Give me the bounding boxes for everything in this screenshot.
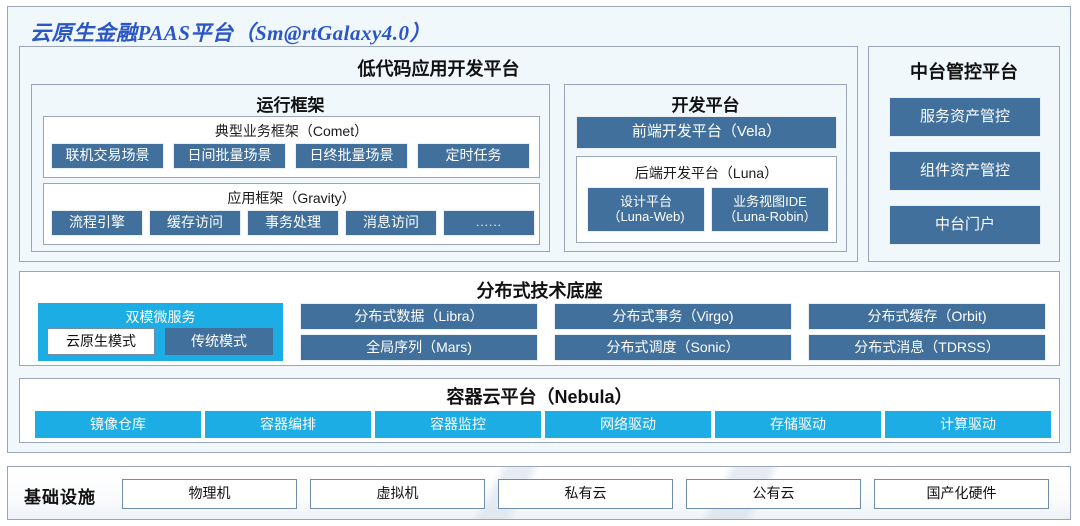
container-cloud-panel: 容器云平台（Nebula） 镜像仓库 容器编排 容器监控 网络驱动 存储驱动 计… bbox=[19, 378, 1060, 443]
backend-item-0[interactable]: 设计平台 （Luna-Web) bbox=[587, 187, 705, 232]
gravity-item-3[interactable]: 消息访问 bbox=[345, 210, 437, 236]
page-title-text: 云原生金融PAAS平台（Sm@rtGalaxy4.0） bbox=[30, 21, 432, 45]
backend-item-1-line2: （Luna-Robin） bbox=[723, 208, 817, 224]
frontend-dev-platform-chip[interactable]: 前端开发平台（Vela） bbox=[576, 116, 837, 149]
midoffice-item-1[interactable]: 组件资产管控 bbox=[889, 151, 1041, 191]
lowcode-platform-panel: 低代码应用开发平台 运行框架 典型业务框架（Comet） 联机交易场景 日间批量… bbox=[19, 46, 858, 262]
dualmode-item-0[interactable]: 云原生模式 bbox=[47, 328, 155, 355]
comet-item-0[interactable]: 联机交易场景 bbox=[51, 143, 164, 169]
container-item-3[interactable]: 网络驱动 bbox=[545, 411, 711, 438]
backend-item-0-line1: 设计平台 bbox=[619, 193, 672, 209]
midoffice-item-0[interactable]: 服务资产管控 bbox=[889, 97, 1041, 137]
container-item-2[interactable]: 容器监控 bbox=[375, 411, 541, 438]
foundation-grid-item-2[interactable]: 分布式缓存（Orbit) bbox=[808, 303, 1046, 330]
dualmode-microservice-panel: 双模微服务 云原生模式 传统模式 bbox=[38, 303, 283, 361]
dev-platform-heading: 开发平台 bbox=[671, 96, 740, 115]
gravity-item-4[interactable]: ...... bbox=[443, 210, 535, 236]
foundation-grid-item-0[interactable]: 分布式数据（Libra） bbox=[300, 303, 538, 330]
dev-platform-panel: 开发平台 前端开发平台（Vela） 后端开发平台（Luna） 设计平台 （Lun… bbox=[564, 84, 847, 252]
comet-panel: 典型业务框架（Comet） 联机交易场景 日间批量场景 日终批量场景 定时任务 bbox=[43, 116, 540, 178]
infrastructure-bar: 基础设施 物理机 虚拟机 私有云 公有云 国产化硬件 bbox=[7, 466, 1071, 520]
comet-item-3[interactable]: 定时任务 bbox=[417, 143, 530, 169]
gravity-panel: 应用框架（Gravity） 流程引擎 缓存访问 事务处理 消息访问 ...... bbox=[43, 183, 540, 245]
infrastructure-item-1[interactable]: 虚拟机 bbox=[310, 479, 485, 509]
infrastructure-item-0[interactable]: 物理机 bbox=[122, 479, 297, 509]
container-item-5[interactable]: 计算驱动 bbox=[885, 411, 1051, 438]
foundation-grid-item-5[interactable]: 分布式消息（TDRSS） bbox=[808, 334, 1046, 361]
infrastructure-label: 基础设施 bbox=[24, 488, 96, 507]
backend-dev-platform-panel: 后端开发平台（Luna） 设计平台 （Luna-Web) 业务视图IDE （Lu… bbox=[576, 156, 837, 243]
foundation-heading: 分布式技术底座 bbox=[476, 281, 603, 301]
comet-heading: 典型业务框架（Comet） bbox=[214, 123, 369, 139]
foundation-grid-item-4[interactable]: 分布式调度（Sonic） bbox=[554, 334, 792, 361]
gravity-heading: 应用框架（Gravity） bbox=[227, 190, 356, 206]
midoffice-item-2[interactable]: 中台门户 bbox=[889, 205, 1041, 245]
infrastructure-item-4[interactable]: 国产化硬件 bbox=[874, 479, 1049, 509]
gravity-item-2[interactable]: 事务处理 bbox=[247, 210, 339, 236]
runtime-framework-heading: 运行框架 bbox=[256, 96, 325, 115]
backend-dev-platform-heading: 后端开发平台（Luna） bbox=[634, 165, 779, 181]
dualmode-heading: 双模微服务 bbox=[125, 309, 196, 325]
container-item-0[interactable]: 镜像仓库 bbox=[35, 411, 201, 438]
gravity-item-1[interactable]: 缓存访问 bbox=[149, 210, 241, 236]
lowcode-platform-heading: 低代码应用开发平台 bbox=[357, 59, 520, 79]
gravity-item-0[interactable]: 流程引擎 bbox=[51, 210, 143, 236]
foundation-grid-item-3[interactable]: 全局序列（Mars) bbox=[300, 334, 538, 361]
comet-item-2[interactable]: 日终批量场景 bbox=[295, 143, 408, 169]
runtime-framework-panel: 运行框架 典型业务框架（Comet） 联机交易场景 日间批量场景 日终批量场景 … bbox=[31, 84, 550, 252]
backend-item-1-line1: 业务视图IDE bbox=[733, 193, 807, 209]
container-cloud-heading: 容器云平台（Nebula） bbox=[446, 387, 633, 407]
backend-item-1[interactable]: 业务视图IDE （Luna-Robin） bbox=[711, 187, 829, 232]
container-item-1[interactable]: 容器编排 bbox=[205, 411, 371, 438]
midoffice-heading: 中台管控平台 bbox=[910, 62, 1018, 82]
infrastructure-item-2[interactable]: 私有云 bbox=[498, 479, 673, 509]
platform-frame: 云原生金融PAAS平台（Sm@rtGalaxy4.0） 低代码应用开发平台 运行… bbox=[7, 6, 1071, 453]
container-item-4[interactable]: 存储驱动 bbox=[715, 411, 881, 438]
dualmode-item-1[interactable]: 传统模式 bbox=[165, 328, 273, 355]
midoffice-panel: 中台管控平台 服务资产管控 组件资产管控 中台门户 bbox=[868, 46, 1060, 262]
backend-item-0-line2: （Luna-Web) bbox=[607, 208, 685, 224]
comet-item-1[interactable]: 日间批量场景 bbox=[173, 143, 286, 169]
infrastructure-item-3[interactable]: 公有云 bbox=[686, 479, 861, 509]
foundation-grid-item-1[interactable]: 分布式事务（Virgo) bbox=[554, 303, 792, 330]
foundation-panel: 分布式技术底座 双模微服务 云原生模式 传统模式 分布式数据（Libra） 分布… bbox=[19, 271, 1060, 366]
